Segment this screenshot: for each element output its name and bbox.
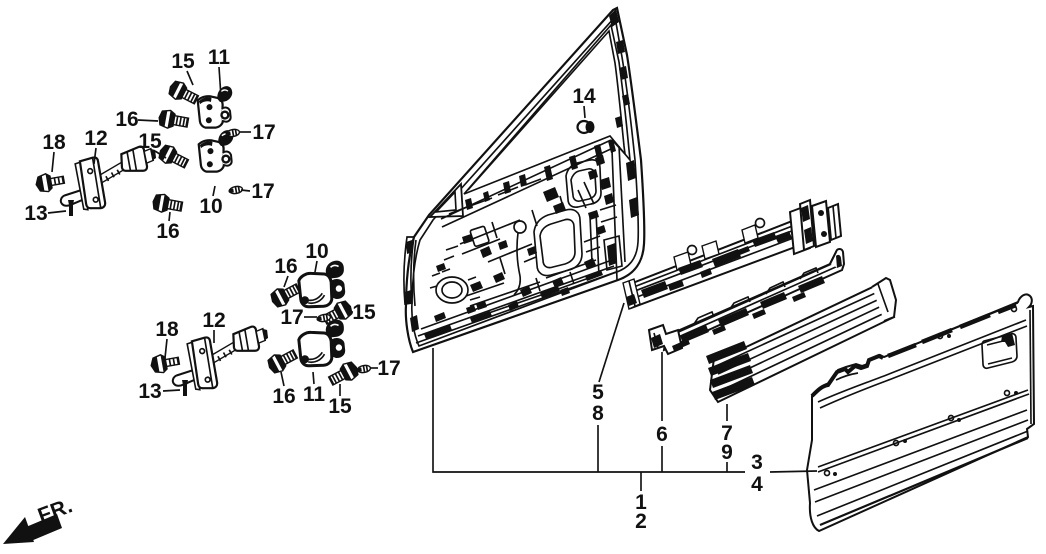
svg-text:8: 8 (592, 402, 604, 425)
svg-text:16: 16 (274, 255, 297, 278)
svg-text:17: 17 (280, 306, 303, 329)
svg-text:10: 10 (305, 240, 328, 263)
svg-text:1: 1 (635, 491, 647, 514)
svg-text:9: 9 (721, 441, 733, 464)
svg-text:17: 17 (252, 121, 275, 144)
svg-text:12: 12 (202, 309, 225, 332)
svg-text:13: 13 (24, 202, 47, 225)
svg-text:15: 15 (138, 130, 162, 153)
svg-text:15: 15 (328, 395, 352, 418)
svg-text:17: 17 (251, 180, 274, 203)
svg-text:11: 11 (303, 383, 326, 406)
svg-text:18: 18 (42, 131, 66, 154)
svg-text:12: 12 (84, 127, 107, 150)
svg-text:4: 4 (751, 473, 763, 496)
svg-text:16: 16 (272, 385, 295, 408)
svg-text:16: 16 (115, 108, 138, 131)
svg-text:15: 15 (352, 301, 376, 324)
svg-text:17: 17 (377, 357, 400, 380)
svg-text:7: 7 (721, 422, 733, 445)
svg-text:14: 14 (572, 85, 596, 108)
svg-text:11: 11 (208, 46, 231, 69)
svg-text:2: 2 (635, 510, 647, 533)
svg-text:6: 6 (656, 423, 668, 446)
svg-text:5: 5 (592, 381, 604, 404)
svg-text:16: 16 (156, 220, 179, 243)
svg-text:18: 18 (155, 318, 179, 341)
svg-text:3: 3 (751, 451, 763, 474)
svg-text:10: 10 (199, 195, 222, 218)
svg-text:13: 13 (138, 380, 161, 403)
svg-text:15: 15 (171, 50, 195, 73)
